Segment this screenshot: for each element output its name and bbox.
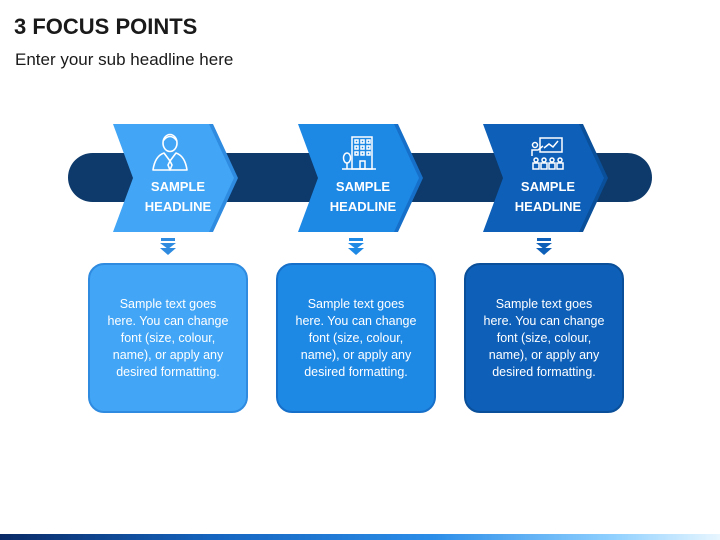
step-1-text-line: desired formatting.	[116, 364, 220, 379]
step-1-headline: SAMPLE HEADLINE	[123, 177, 233, 217]
step-3-headline-line1: SAMPLE	[520, 179, 576, 194]
businessman-icon	[152, 133, 188, 171]
step-3-headline: SAMPLE HEADLINE	[493, 177, 603, 217]
step-2-card: Sample text goes here. You can change fo…	[276, 263, 436, 413]
step-1-card: Sample text goes here. You can change fo…	[88, 263, 248, 413]
step-2-text-line: name), or apply any	[300, 347, 412, 362]
step-1-card-text: Sample text goes here. You can change fo…	[108, 296, 229, 381]
step-2-text-line: Sample text goes	[307, 296, 405, 311]
step-3-headline-line2: HEADLINE	[514, 199, 582, 214]
step-3-card-text: Sample text goes here. You can change fo…	[484, 296, 605, 381]
step-2-text-line: here. You can change	[295, 313, 417, 328]
step-1-chevron	[113, 124, 238, 232]
step-1-text-line: font (size, colour,	[120, 330, 216, 345]
page-subtitle: Enter your sub headline here	[15, 50, 234, 69]
step-2-text-line: font (size, colour,	[308, 330, 404, 345]
step-2-headline: SAMPLE HEADLINE	[308, 177, 418, 217]
step-1-text-line: here. You can change	[107, 313, 229, 328]
step-1-headline-line1: SAMPLE	[150, 179, 206, 194]
page-title: 3 FOCUS POINTS	[14, 14, 198, 39]
step-3-text-line: desired formatting.	[492, 364, 596, 379]
step-3-text-line: font (size, colour,	[496, 330, 592, 345]
building-icon	[342, 136, 376, 170]
step-1-text-line: Sample text goes	[119, 296, 217, 311]
step-1-headline-line2: HEADLINE	[144, 199, 212, 214]
step-3-text-line: here. You can change	[483, 313, 605, 328]
step-2-card-text: Sample text goes here. You can change fo…	[296, 296, 417, 381]
step-3-card: Sample text goes here. You can change fo…	[464, 263, 624, 413]
step-3-chevron	[483, 124, 608, 232]
step-2-headline-line1: SAMPLE	[335, 179, 391, 194]
step-1-down-arrows	[160, 238, 176, 255]
step-3-down-arrows	[536, 238, 552, 255]
step-2-headline-line2: HEADLINE	[329, 199, 397, 214]
step-3-text-line: name), or apply any	[488, 347, 600, 362]
step-1-text-line: name), or apply any	[112, 347, 224, 362]
footer-gradient-bar	[0, 534, 720, 540]
presentation-icon	[531, 137, 564, 170]
step-2-down-arrows	[348, 238, 364, 255]
step-2-text-line: desired formatting.	[304, 364, 408, 379]
step-2-chevron	[298, 124, 423, 232]
step-3-text-line: Sample text goes	[495, 296, 593, 311]
